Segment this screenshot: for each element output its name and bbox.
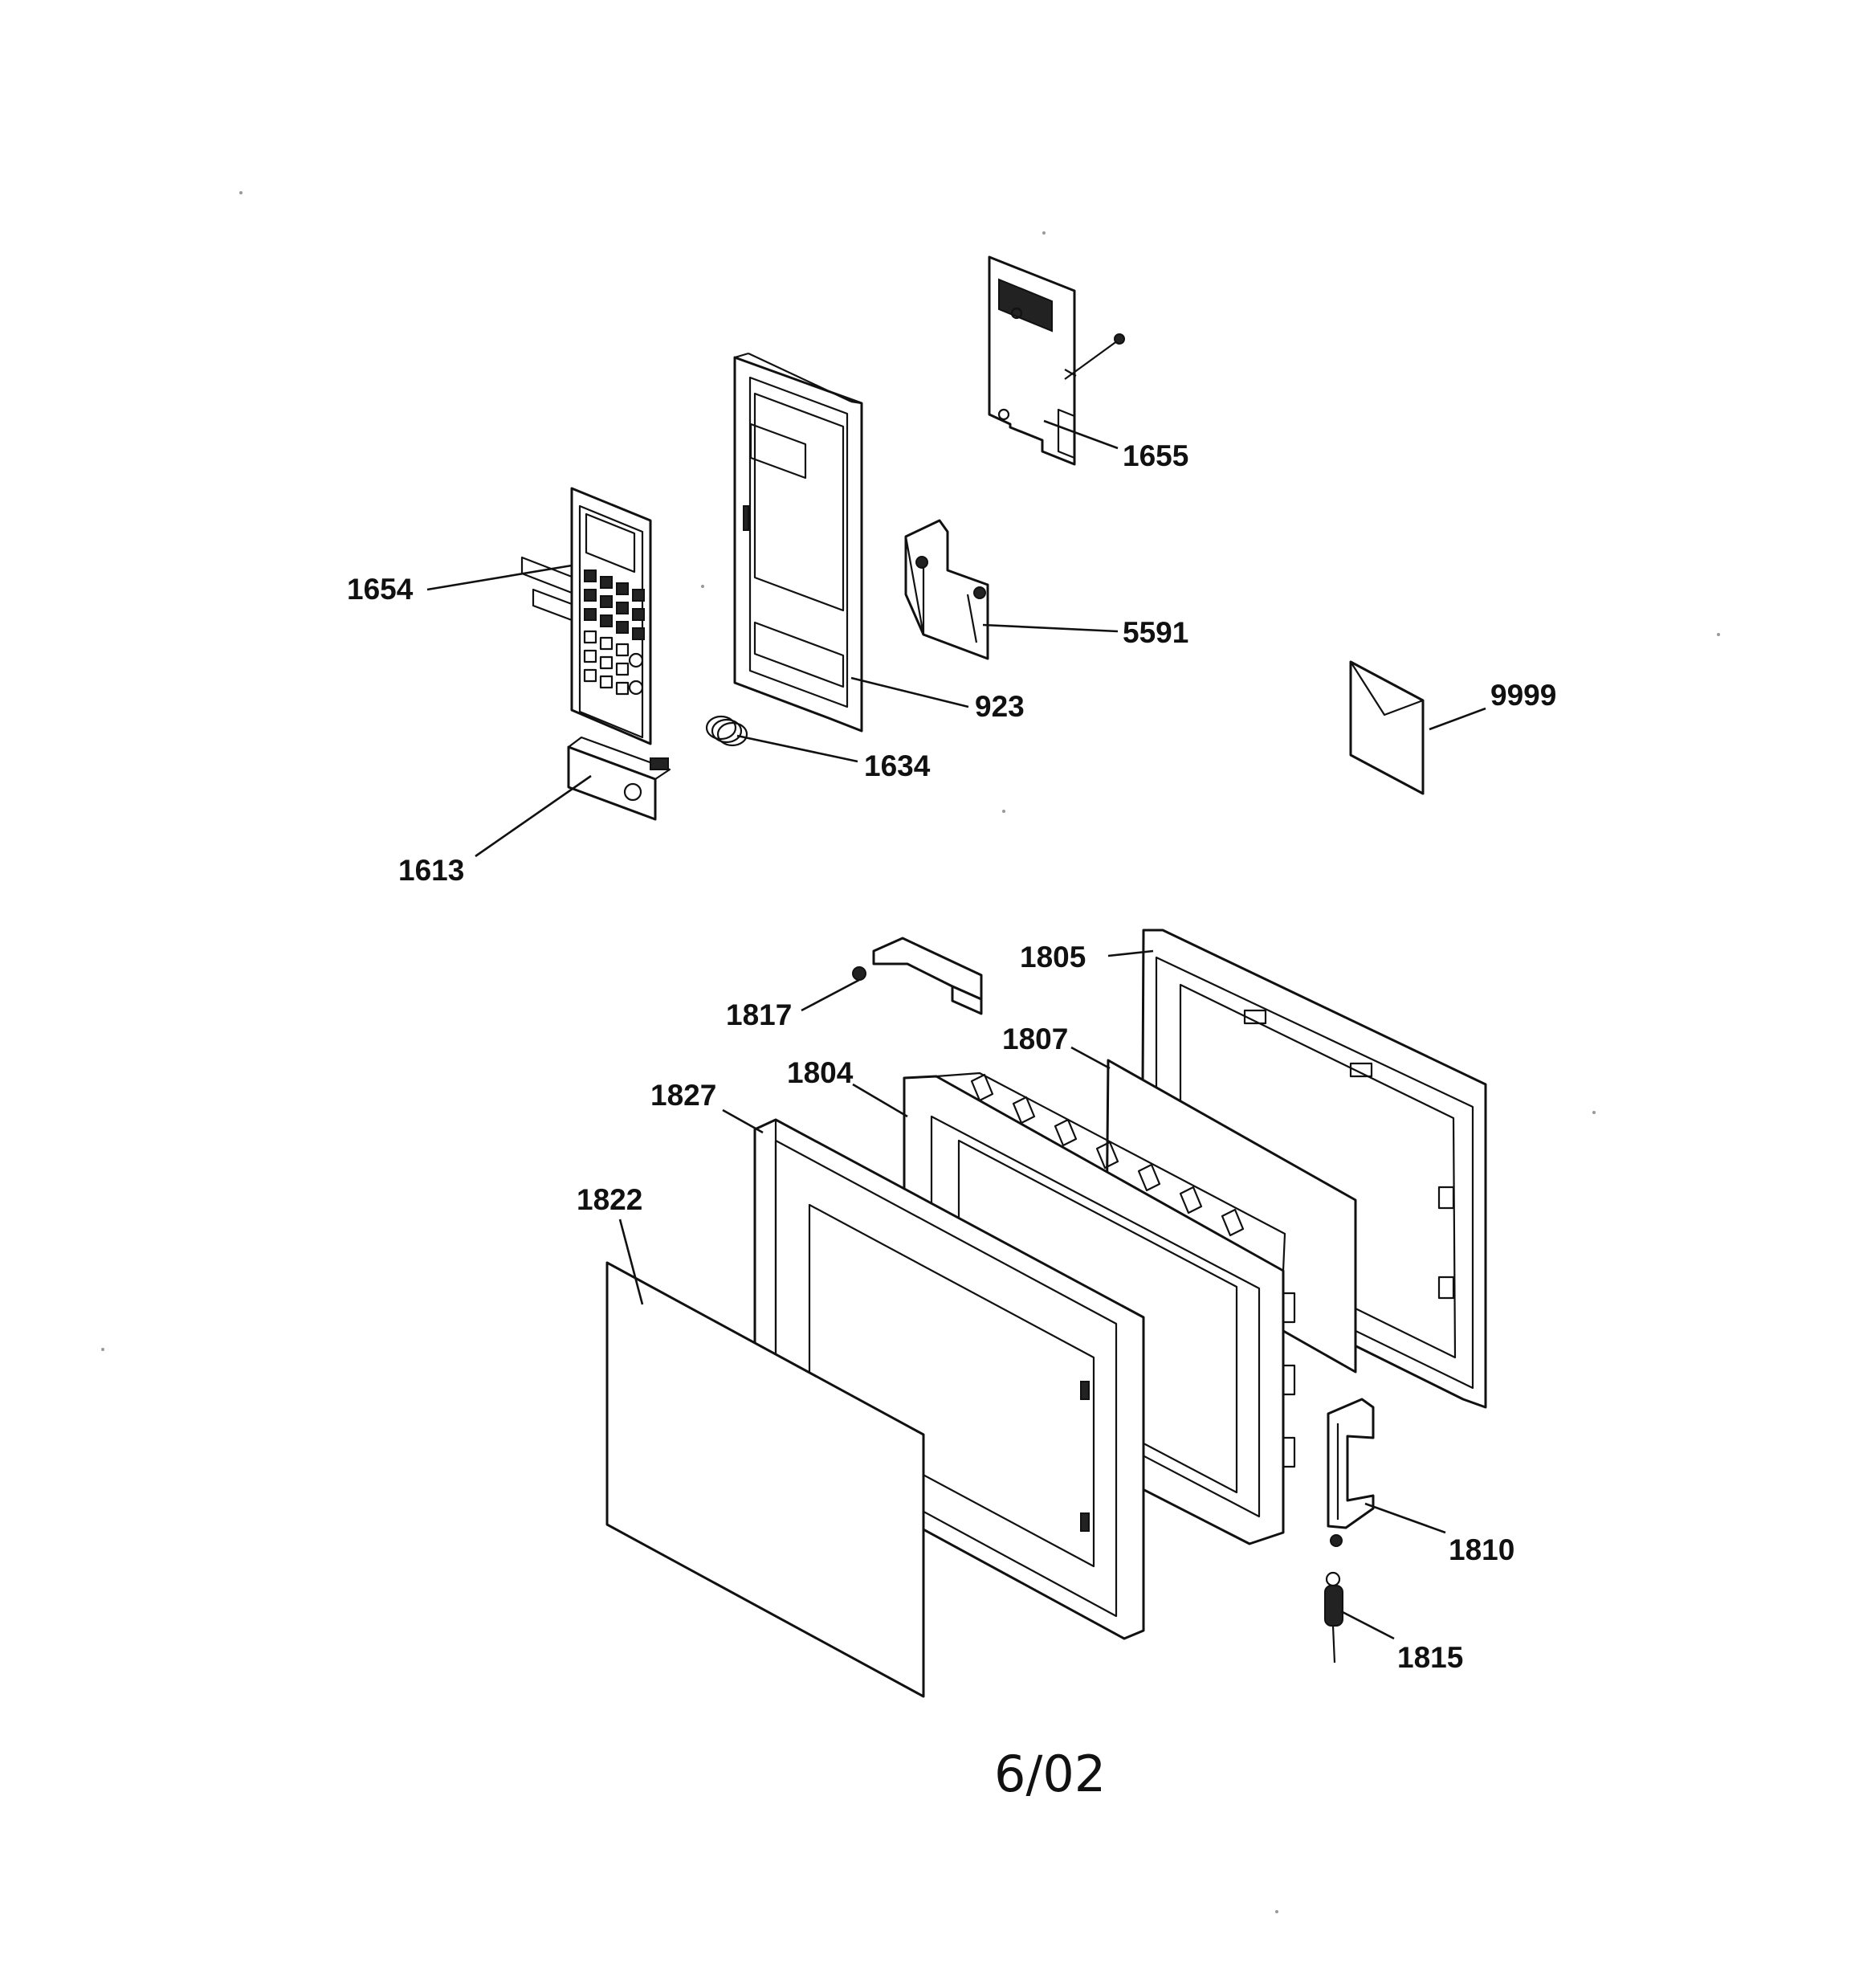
leader-1807 [1070,1046,1111,1070]
revision-date: 6/02 [994,1745,1106,1803]
callout-9999: 9999 [1490,679,1556,712]
callout-1815: 1815 [1397,1641,1463,1674]
part-1827-door-outer-frame [753,1118,1145,1640]
part-1613-door-release-button [567,736,671,821]
callout-labels: 1655 1654 5591 923 9999 1634 1613 1805 1… [347,439,1556,1674]
leader-1827 [722,1108,764,1134]
part-1810-door-hook [1327,1398,1375,1547]
leader-1655 [1043,419,1119,450]
leader-1817 [801,978,860,1012]
callout-1822: 1822 [577,1183,642,1216]
part-1634-spring [705,715,748,747]
leader-1613 [475,774,592,858]
leader-923 [850,676,969,708]
leader-5591 [982,623,1119,633]
callout-1655: 1655 [1123,439,1188,472]
callout-5591: 5591 [1123,616,1188,649]
part-9999-envelope [1349,660,1425,795]
callout-1817: 1817 [726,998,792,1031]
callout-1804: 1804 [787,1056,854,1089]
part-1815-spring [1324,1571,1343,1663]
leader-1804 [852,1083,908,1118]
callout-923: 923 [975,690,1025,723]
frame-tabs [970,1073,1296,1468]
part-1817-latch-bracket [852,937,983,1015]
leader-1634 [736,734,858,763]
callout-1805: 1805 [1020,941,1086,974]
leader-1810 [1364,1502,1446,1534]
callout-1654: 1654 [347,573,414,606]
part-1655-control-board [988,255,1125,466]
part-5591-switch-bracket [904,519,989,660]
callout-1810: 1810 [1449,1533,1514,1566]
leader-1822 [618,1219,644,1305]
leader-1815 [1340,1610,1395,1640]
part-1654-membrane-keypad [520,487,652,745]
leader-9999 [1429,707,1486,731]
callout-1827: 1827 [650,1079,716,1112]
part-923-control-panel-frame [733,352,863,733]
scan-specks [101,191,1720,1913]
leader-1654 [426,564,573,591]
keypad-buttons [583,569,645,696]
leader-lines [426,419,1486,1640]
part-1822-glass-panel [605,1261,925,1698]
callout-1634: 1634 [864,749,931,782]
callout-1807: 1807 [1002,1023,1068,1055]
leader-1805 [1107,949,1154,957]
callout-1613: 1613 [398,854,464,887]
